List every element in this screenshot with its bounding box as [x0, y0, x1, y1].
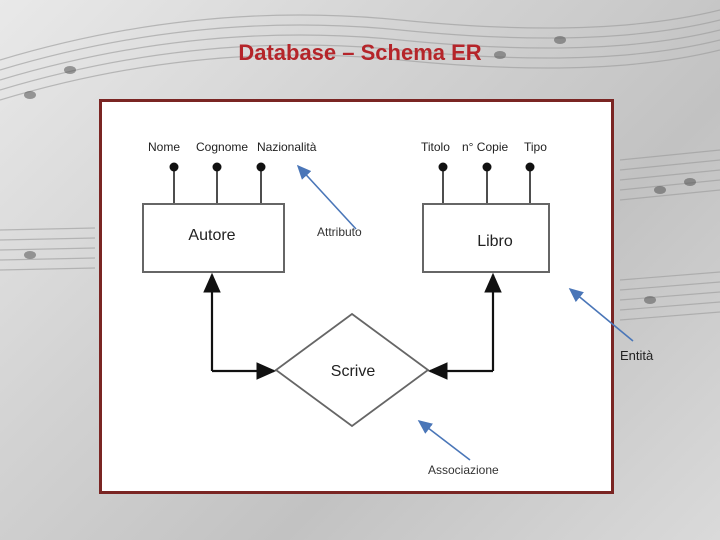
author-attribute-nome: Nome: [148, 140, 180, 154]
book-attribute-tipo: Tipo: [524, 140, 547, 154]
author-entity-label: Autore: [188, 227, 235, 244]
author-attribute-cognome: Cognome: [196, 140, 248, 154]
book-entity-label: Libro: [477, 233, 513, 250]
entity-annotation: Entità: [620, 348, 654, 363]
slide-title: Database – Schema ER: [238, 40, 482, 65]
book-attribute-dots: [438, 162, 535, 172]
book-entity-box: [422, 203, 550, 273]
annotation-arrows: [296, 164, 634, 461]
book-attribute-connectors: [442, 167, 531, 205]
author-entity-box: [142, 203, 285, 273]
attribute-annotation: Attributo: [317, 225, 362, 239]
book-attribute-titolo: Titolo: [421, 140, 450, 154]
relationship-diamond: [274, 312, 430, 428]
author-attribute-connectors: [173, 167, 262, 205]
relationship-annotation: Associazione: [428, 463, 499, 477]
book-attribute-copie: n° Copie: [462, 140, 508, 154]
relationship-connectors: [203, 272, 502, 380]
author-attribute-dots: [169, 162, 266, 172]
author-attribute-nazionalita: Nazionalità: [257, 140, 317, 154]
relationship-label: Scrive: [331, 363, 376, 380]
